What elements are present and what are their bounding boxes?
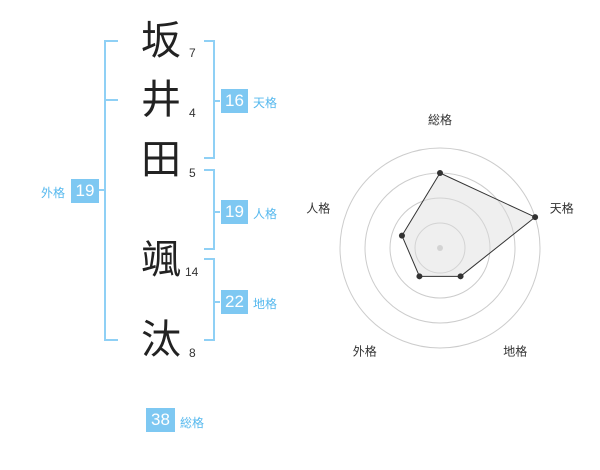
radar-ring-1 <box>414 222 466 274</box>
radar-axis-label-5: 人格 <box>306 200 330 215</box>
radar-point-3 <box>457 273 464 280</box>
gaikaku-label: 外格 <box>41 186 66 200</box>
chikaku-label: 地格 <box>253 297 278 311</box>
jinkaku-value: 19 <box>221 200 248 224</box>
radar-axis-label-4: 外格 <box>353 344 377 359</box>
stroke-count-1: 7 <box>189 46 196 60</box>
tenkaku-label: 天格 <box>253 96 278 110</box>
radar-center-dot <box>437 245 443 251</box>
stroke-count-2: 4 <box>189 106 196 120</box>
stroke-count-5: 8 <box>189 346 196 360</box>
radar-point-2 <box>532 214 539 221</box>
radar-point-5 <box>398 232 405 239</box>
radar-axis-label-3: 地格 <box>503 344 527 359</box>
name-char-3: 田 <box>141 137 181 183</box>
chikaku-bracket <box>204 258 215 341</box>
soukaku-label: 総格 <box>180 416 205 430</box>
name-char-5: 汰 <box>141 317 181 363</box>
name-char-2: 井 <box>141 77 181 123</box>
jinkaku-label: 人格 <box>253 207 278 221</box>
radar-ring-2 <box>389 197 491 299</box>
soukaku-value: 38 <box>146 408 175 432</box>
name-char-1: 坂 <box>141 18 181 64</box>
chikaku-value: 22 <box>221 290 248 314</box>
radar-polygon <box>401 172 537 277</box>
gaikaku-value: 19 <box>71 179 99 203</box>
stroke-count-4: 14 <box>185 265 199 279</box>
jinkaku-bracket <box>204 169 215 250</box>
tenkaku-bracket <box>204 40 215 159</box>
radar-point-1 <box>437 170 443 176</box>
gaikaku-bracket <box>104 40 118 341</box>
tenkaku-value: 16 <box>221 89 248 113</box>
radar-axis-label-2: 天格 <box>550 200 574 215</box>
radar-ring-4 <box>339 147 541 349</box>
name-char-4: 颯 <box>141 237 181 283</box>
radar-point-4 <box>416 273 423 280</box>
stroke-count-3: 5 <box>189 166 196 180</box>
radar-axis-label-1: 総格 <box>428 112 452 127</box>
